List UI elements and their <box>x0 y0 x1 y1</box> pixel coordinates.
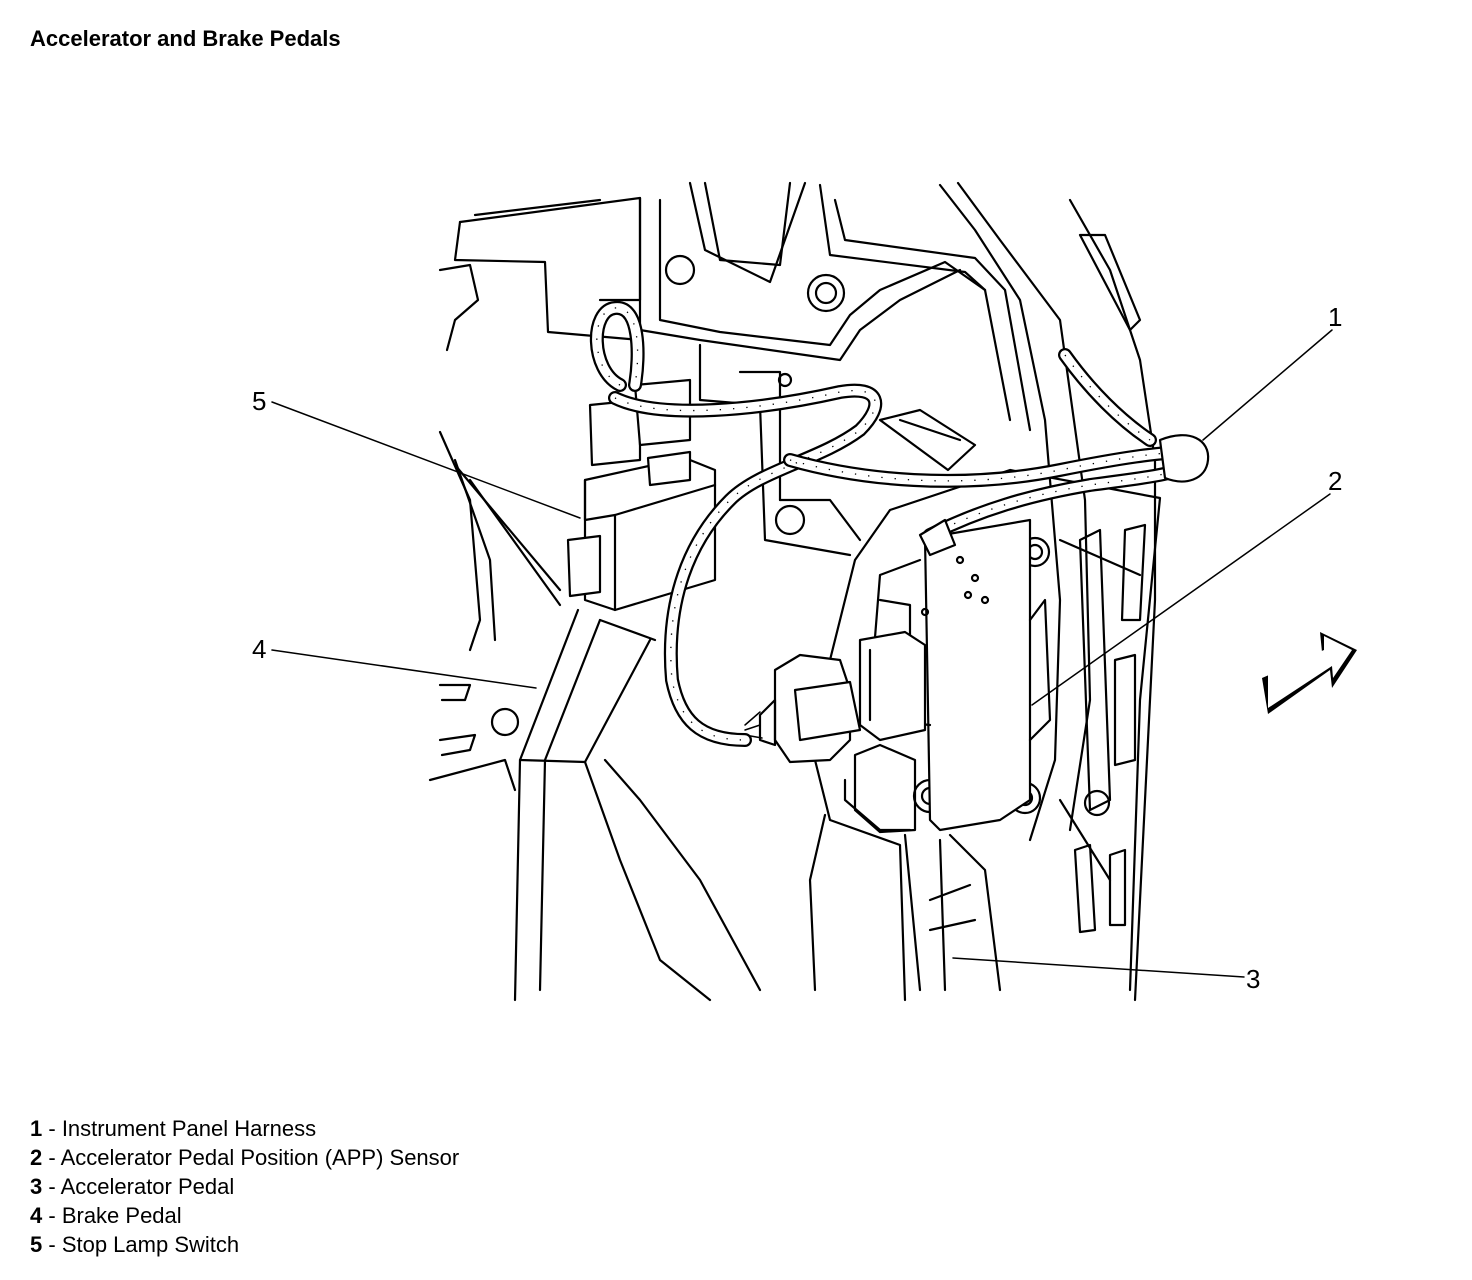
callout-1: 1 <box>1328 302 1342 332</box>
legend-separator: - <box>42 1174 61 1199</box>
leader-line-5 <box>271 401 581 519</box>
app-sensor-bracket <box>808 468 1162 1002</box>
callout-3: 3 <box>1246 964 1260 994</box>
legend-item: 1 - Instrument Panel Harness <box>30 1114 459 1143</box>
dash-panel-bracket <box>438 181 1157 1002</box>
callout-5: 5 <box>252 386 266 416</box>
callout-4: 4 <box>252 634 266 664</box>
app-sensor-connector <box>744 653 862 764</box>
legend-label: Accelerator Pedal Position (APP) Sensor <box>60 1145 460 1170</box>
legend-separator: - <box>42 1145 61 1170</box>
leader-line-3 <box>952 957 1245 978</box>
leader-line-4 <box>271 649 537 689</box>
legend-number: 5 <box>30 1232 43 1257</box>
legend-label: Accelerator Pedal <box>60 1174 235 1199</box>
legend-item: 5 - Stop Lamp Switch <box>30 1230 459 1259</box>
legend-number: 4 <box>30 1203 43 1228</box>
legend-label: Brake Pedal <box>61 1203 182 1228</box>
legend-number: 2 <box>30 1145 43 1170</box>
legend-item: 2 - Accelerator Pedal Position (APP) Sen… <box>30 1143 459 1172</box>
legend-number: 1 <box>30 1116 43 1141</box>
instrument-panel-harness <box>589 301 1210 747</box>
legend-number: 3 <box>30 1174 43 1199</box>
pedal-assembly-diagram: 1 2 3 4 5 <box>252 181 1357 1002</box>
leader-line-1 <box>1202 329 1333 441</box>
legend-separator: - <box>42 1232 62 1257</box>
leader-line-2 <box>1031 493 1331 706</box>
legend-item: 3 - Accelerator Pedal <box>30 1172 459 1201</box>
leader-lines <box>271 329 1333 978</box>
legend-separator: - <box>42 1116 62 1141</box>
callout-2: 2 <box>1328 466 1342 496</box>
accelerator-pedal-arm <box>903 833 1002 992</box>
legend-item: 4 - Brake Pedal <box>30 1201 459 1230</box>
callout-numbers: 1 2 3 4 5 <box>252 302 1342 994</box>
forward-direction-arrow-icon <box>1262 632 1357 714</box>
page-title: Accelerator and Brake Pedals <box>30 26 341 51</box>
brake-pedal-arm <box>428 430 762 1002</box>
legend-separator: - <box>42 1203 62 1228</box>
legend-label: Instrument Panel Harness <box>61 1116 317 1141</box>
callout-legend: 1 - Instrument Panel Harness 2 - Acceler… <box>30 1114 459 1259</box>
legend-label: Stop Lamp Switch <box>61 1232 240 1257</box>
